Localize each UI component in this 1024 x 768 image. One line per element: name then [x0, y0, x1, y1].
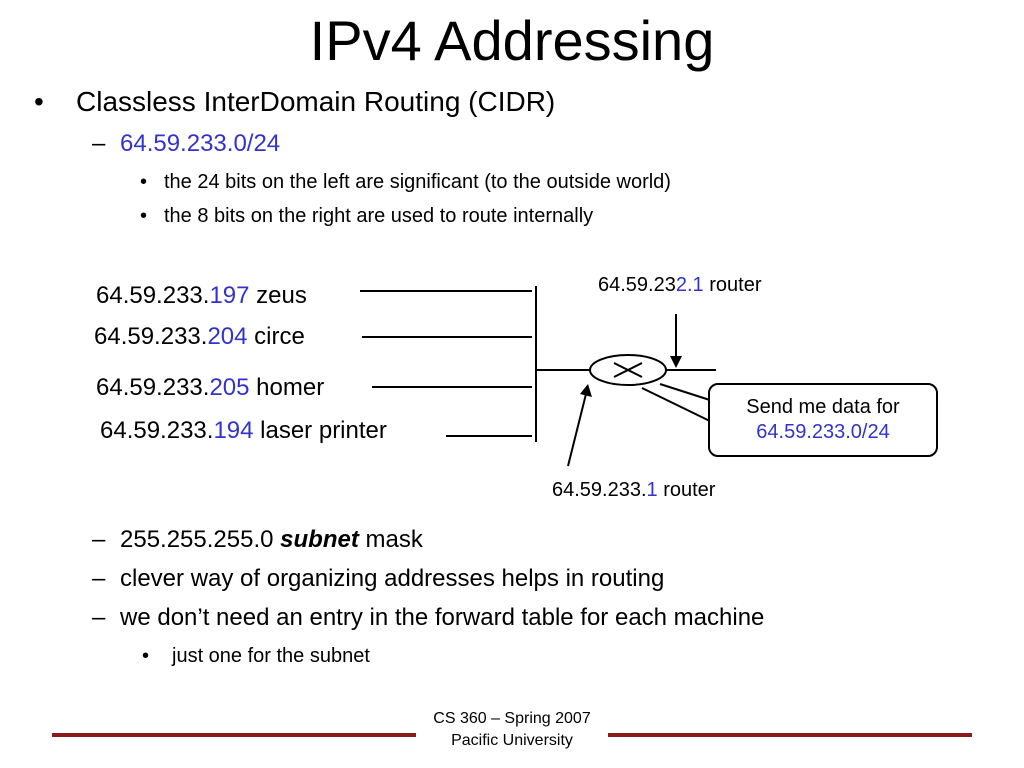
router-bottom-label: 64.59.233.1 router — [552, 479, 716, 501]
footer-course: CS 360 – Spring 2007 Pacific University — [390, 708, 634, 752]
footer-line1: CS 360 – Spring 2007 — [433, 710, 591, 727]
sub-bullet-24-bits: the 24 bits on the left are significant … — [164, 171, 671, 193]
sub-bullet-marker: • — [140, 205, 148, 227]
router-node — [589, 354, 667, 386]
callout-box: Send me data for 64.59.233.0/24 — [708, 383, 938, 457]
bullet-forward-table: we don’t need an entry in the forward ta… — [120, 604, 765, 631]
dash-marker: – — [92, 130, 106, 157]
footer-line2: Pacific University — [451, 732, 573, 749]
bullet-subnet-mask: 255.255.255.0 subnet mask — [120, 526, 423, 553]
host-laser-printer: 64.59.233.194 laser printer — [100, 417, 387, 444]
slide-title: IPv4 Addressing — [309, 9, 715, 72]
arrow-top-head — [670, 356, 682, 368]
host-homer: 64.59.233.205 homer — [96, 374, 325, 401]
bullet-marker: • — [34, 86, 44, 117]
callout-line1: Send me data for — [746, 396, 900, 418]
dash-marker: – — [92, 565, 106, 592]
sub-bullet-one-subnet: just one for the subnet — [172, 645, 370, 667]
dash-marker: – — [92, 526, 106, 553]
dash-marker: – — [92, 604, 106, 631]
host-circe: 64.59.233.204 circe — [94, 323, 305, 350]
arrow-bottom — [567, 393, 587, 467]
callout-pointer-1 — [659, 383, 717, 403]
arrow-bottom-head — [580, 384, 592, 397]
router-x-2 — [613, 362, 643, 378]
bullet-cidr: Classless InterDomain Routing (CIDR) — [76, 86, 556, 117]
sub-bullet-8-bits: the 8 bits on the right are used to rout… — [164, 205, 594, 227]
callout-pointer-2 — [641, 387, 717, 425]
sub-bullet-marker: • — [142, 645, 150, 667]
router-top-label: 64.59.232.1 router — [598, 274, 762, 296]
sub-bullet-marker: • — [140, 171, 148, 193]
bullet-clever-way: clever way of organizing addresses helps… — [120, 565, 665, 592]
callout-line2: 64.59.233.0/24 — [756, 421, 890, 443]
cidr-block: 64.59.233.0/24 — [120, 130, 281, 157]
host-zeus: 64.59.233.197 zeus — [96, 282, 307, 309]
